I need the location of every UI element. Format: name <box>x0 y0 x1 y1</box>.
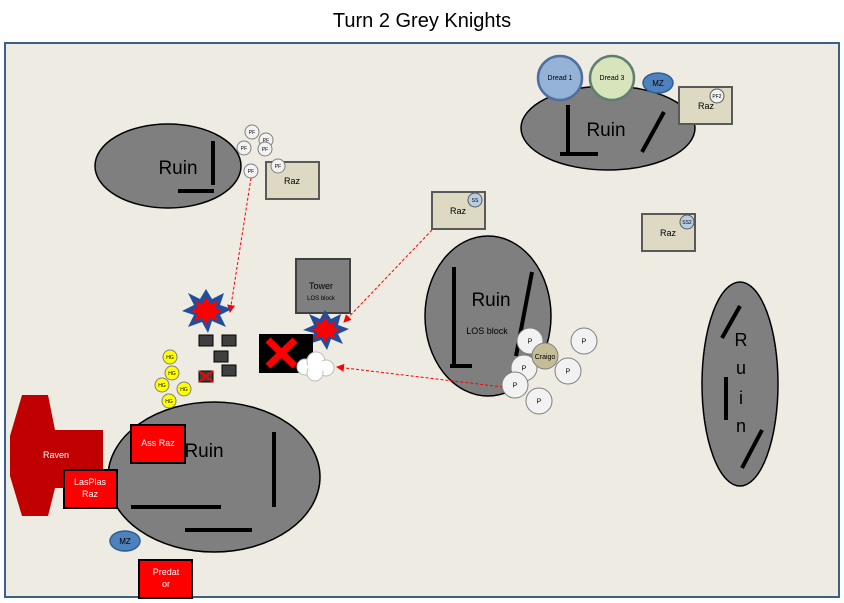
lasplas-raz-unit: LasPlas Raz <box>63 469 118 509</box>
fire-arrow <box>227 177 252 313</box>
svg-text:Raz: Raz <box>450 206 467 216</box>
svg-text:Raz: Raz <box>698 101 715 111</box>
svg-text:PF: PF <box>249 130 255 136</box>
ruin-letter: R <box>735 330 748 350</box>
hg-marker: HG <box>162 349 178 365</box>
svg-text:MZ: MZ <box>652 79 664 88</box>
svg-text:PF: PF <box>263 138 269 144</box>
svg-text:HG: HG <box>166 355 174 361</box>
mz-marker: MZ <box>642 72 674 94</box>
svg-text:P: P <box>522 365 527 372</box>
p-marker: P <box>501 371 529 399</box>
dread-3: Dread 3 <box>588 54 636 102</box>
svg-text:Raven: Raven <box>43 450 69 460</box>
svg-text:PF: PF <box>262 147 268 153</box>
pf-marker: PF <box>257 141 273 157</box>
ruin-letter: n <box>736 416 746 436</box>
ruin-label: Ruin <box>184 441 223 462</box>
svg-text:HG: HG <box>168 371 176 377</box>
predator-unit: Predat or <box>138 559 193 599</box>
dread-1: Dread 1 <box>536 54 584 102</box>
pf-marker: PF <box>236 140 252 156</box>
hg-marker: HG <box>176 381 192 397</box>
ruin-top-left: Ruin <box>94 123 242 209</box>
svg-text:P: P <box>513 382 518 389</box>
craigo-model: Craigo <box>531 342 559 370</box>
svg-text:P: P <box>537 398 542 405</box>
destroyed-vehicle <box>259 334 313 373</box>
mz-marker: MZ <box>109 530 141 552</box>
svg-text:P: P <box>528 338 533 345</box>
svg-text:PF: PF <box>275 164 281 170</box>
raz-unit: Raz <box>265 161 320 200</box>
hg-marker: HG <box>164 365 180 381</box>
ruin-letter: u <box>736 358 746 378</box>
svg-text:P: P <box>566 368 571 375</box>
svg-text:PF: PF <box>248 169 254 175</box>
p-markers: P P P P P P <box>501 327 598 415</box>
pf-markers: PF PF PF PF PF PF <box>236 124 286 179</box>
pf-marker: PF <box>243 163 259 179</box>
svg-text:HG: HG <box>165 399 173 405</box>
hg-marker: HG <box>154 377 170 393</box>
fire-arrow <box>343 229 433 323</box>
page-title: Turn 2 Grey Knights <box>332 10 512 32</box>
raz-unit: Raz PF2 <box>678 86 733 125</box>
ruin-label: Ruin <box>158 158 197 179</box>
ruin-letter: i <box>739 388 743 408</box>
explosion-icon <box>182 289 232 333</box>
fire-arrow <box>336 363 504 388</box>
ruin-label: Ruin <box>471 290 510 311</box>
raz-tag: SS <box>472 198 479 204</box>
tower: Tower LOS block <box>295 258 351 314</box>
svg-text:or: or <box>162 579 170 589</box>
enemy-models <box>198 334 237 383</box>
p-marker: P <box>554 357 582 385</box>
svg-text:Craigo: Craigo <box>535 354 556 361</box>
hg-marker: HG <box>161 393 177 409</box>
ruin-label: Ruin <box>586 120 625 141</box>
ass-raz-unit: Ass Raz <box>130 424 186 464</box>
pf-marker: PF <box>244 124 260 140</box>
svg-text:Predat: Predat <box>153 567 180 577</box>
svg-text:Raz: Raz <box>284 176 301 186</box>
los-block-label: LOS block <box>466 326 508 336</box>
raz-tag: SS2 <box>682 220 692 226</box>
svg-text:P: P <box>582 338 587 345</box>
svg-text:Raz: Raz <box>660 228 677 238</box>
svg-text:MZ: MZ <box>119 537 131 546</box>
tower-sub-label: LOS block <box>307 296 336 302</box>
ruin-right-vertical: R u i n <box>701 281 779 487</box>
p-marker: P <box>525 387 553 415</box>
svg-text:Dread 1: Dread 1 <box>548 75 573 82</box>
explosion-icon <box>303 310 349 350</box>
svg-text:LasPlas: LasPlas <box>74 477 107 487</box>
smoke-cloud-icon <box>296 351 335 382</box>
raz-unit: Raz SS <box>431 191 486 230</box>
svg-text:HG: HG <box>158 383 166 389</box>
svg-text:Raz: Raz <box>82 489 99 499</box>
pf-marker: PF <box>270 158 286 174</box>
svg-text:PF: PF <box>241 146 247 152</box>
svg-text:Dread 3: Dread 3 <box>600 75 625 82</box>
p-marker: P <box>570 327 598 355</box>
tower-label: Tower <box>309 281 333 291</box>
svg-text:HG: HG <box>180 387 188 393</box>
svg-text:Ass Raz: Ass Raz <box>141 438 175 448</box>
raz-tag: PF2 <box>712 94 721 100</box>
raz-unit: Raz SS2 <box>641 213 696 252</box>
